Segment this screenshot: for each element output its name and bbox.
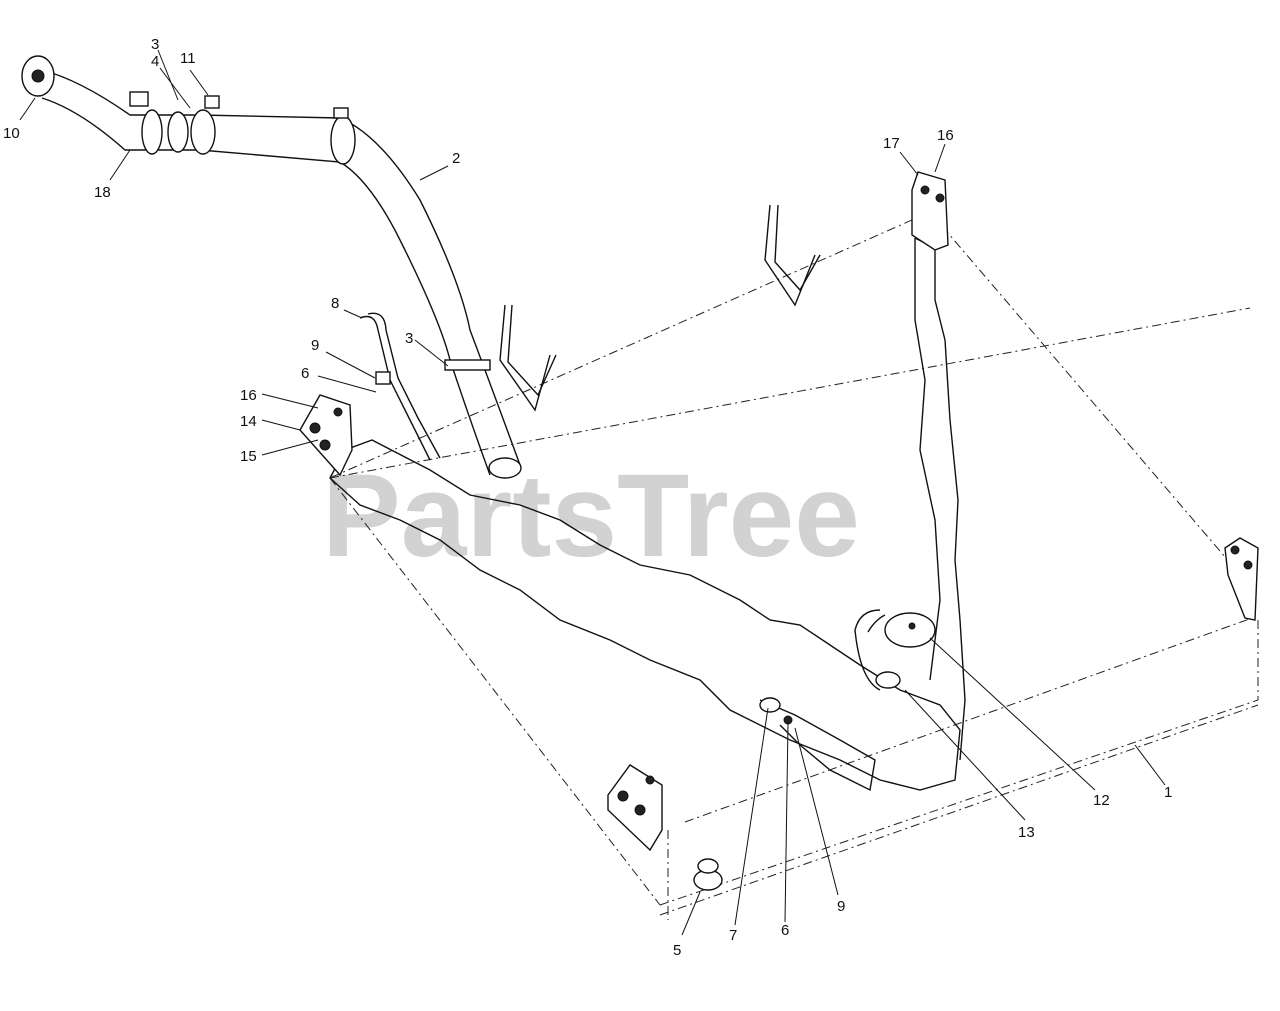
callout-18: 18 <box>94 184 111 201</box>
callout-15: 15 <box>240 448 257 465</box>
tank-shield <box>329 237 966 791</box>
vent-tube <box>359 204 821 461</box>
fill-neck-pipe <box>21 55 522 479</box>
callout-12: 12 <box>1093 792 1110 809</box>
callout-10: 10 <box>3 125 20 142</box>
callout-16-right: 16 <box>937 127 954 144</box>
watermark: PartsTree <box>322 450 860 582</box>
fuel-tank <box>329 211 1259 920</box>
callout-1: 1 <box>1164 784 1172 801</box>
callout-5: 5 <box>673 942 681 959</box>
leader-lines <box>19 49 1166 936</box>
callout-16-left: 16 <box>240 387 257 404</box>
fuel-sender <box>854 609 936 691</box>
callout-6-bottom: 6 <box>781 922 789 939</box>
fuel-hose <box>759 697 876 792</box>
callout-8: 8 <box>331 295 339 312</box>
mounting-bracket <box>299 171 1259 852</box>
callout-11: 11 <box>180 50 196 67</box>
callout-17: 17 <box>883 135 900 152</box>
callout-3-top: 3 <box>151 36 159 53</box>
callout-13: 13 <box>1018 824 1035 841</box>
callout-6-left: 6 <box>301 365 309 382</box>
callout-9-bottom: 9 <box>837 898 845 915</box>
callout-9-left: 9 <box>311 337 319 354</box>
callout-3-mid: 3 <box>405 330 413 347</box>
callout-14: 14 <box>240 413 257 430</box>
callout-7: 7 <box>729 927 737 944</box>
callout-2: 2 <box>452 150 460 167</box>
callout-labels: 10 3 4 11 18 2 17 16 8 9 3 6 16 14 15 12… <box>3 36 1172 959</box>
drain-cap <box>693 858 723 891</box>
callout-4: 4 <box>151 53 159 70</box>
